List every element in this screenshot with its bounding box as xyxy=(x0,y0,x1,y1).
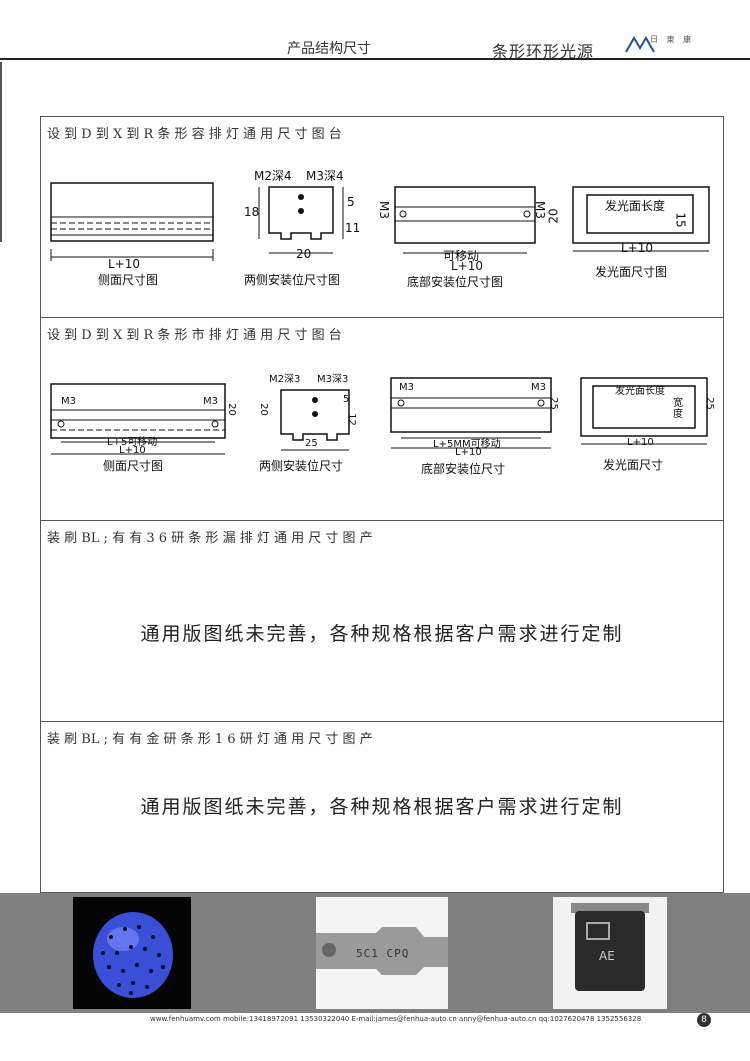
side-accent-bar xyxy=(0,62,2,242)
s1-side-dim-label: L+10 xyxy=(108,257,141,271)
s1-emit-caption: 发光面尺寸图 xyxy=(595,265,668,279)
s2-side-movable: L+5可移动 xyxy=(107,437,158,448)
s2-bottom-caption: 底部安装位尺寸 xyxy=(421,462,506,476)
s1-side-caption: 侧面尺寸图 xyxy=(98,273,159,287)
s2-bottom-dim: L+10 xyxy=(455,447,482,458)
s1-bottom-hole-l: M3 xyxy=(377,201,391,219)
section-3: 装 刷 BL ; 有 有 3 6 研 条 形 漏 排 灯 通 用 尺 寸 图 产… xyxy=(40,520,724,721)
brand-logo-text: 日 東 康 xyxy=(650,35,695,44)
s2-side-height: 20 xyxy=(225,403,237,416)
section-3-label: 装 刷 BL ; 有 有 3 6 研 条 形 漏 排 灯 通 用 尺 寸 图 产 xyxy=(47,531,373,546)
s2-mount-caption: 两侧安装位尺寸 xyxy=(259,459,344,473)
blue-sphere-photo xyxy=(73,897,191,1009)
s1-mount-drawing xyxy=(258,186,344,254)
section-2-label: 设 到 D 到 X 到 R 条 形 市 排 灯 通 用 尺 寸 图 台 xyxy=(47,328,342,343)
s2-emit-height: 25 xyxy=(703,397,715,410)
s2-mount-hole-b: M3深3 xyxy=(317,374,349,385)
s1-bottom-dim: L+10 xyxy=(451,259,484,273)
s1-mount-hole-b: M3深4 xyxy=(306,169,344,183)
s1-emit-drawing xyxy=(572,186,710,252)
section-1: 设 到 D 到 X 到 R 条 形 容 排 灯 通 用 尺 寸 图 台 L+10… xyxy=(40,116,724,317)
s2-side-view-drawing xyxy=(50,383,226,455)
s2-mount-width: 25 xyxy=(305,438,318,449)
brand-logo-icon xyxy=(625,36,655,53)
metal-part-shape-icon xyxy=(316,927,448,975)
s1-mount-width: 20 xyxy=(296,247,312,261)
s2-side-dim: L+10 xyxy=(119,445,146,456)
header-right-title: 条形环形光源 xyxy=(492,42,595,61)
s2-bottom-hole-r: M3 xyxy=(531,382,546,393)
section-4: 装 刷 BL ; 有 有 金 研 条 形 1 6 研 灯 通 用 尺 寸 图 产… xyxy=(40,721,724,893)
chip-photo: AE xyxy=(553,897,667,1009)
s2-emit-inner-w: 宽度 xyxy=(673,398,683,420)
s2-mount-h-left: 20 xyxy=(257,403,269,416)
header-divider xyxy=(0,58,750,60)
s1-mount-caption: 两侧安装位尺寸图 xyxy=(244,273,341,287)
s1-side-view-drawing xyxy=(50,182,214,261)
section-4-notice: 通用版图纸未完善，各种规格根据客户需求进行定制 xyxy=(140,796,624,818)
s2-mount-hole-a: M2深3 xyxy=(269,374,301,385)
section-1-label: 设 到 D 到 X 到 R 条 形 容 排 灯 通 用 尺 寸 图 台 xyxy=(47,127,342,142)
s1-emit-inner-h: 15 xyxy=(673,212,688,228)
s1-bottom-caption: 底部安装位尺寸图 xyxy=(407,275,504,289)
s1-bottom-height: 20 xyxy=(546,208,561,224)
s1-mount-h-left: 18 xyxy=(244,205,260,219)
chip-shape-icon xyxy=(571,903,649,991)
s2-side-hole-l: M3 xyxy=(61,396,76,407)
s2-bottom-height: 25 xyxy=(547,397,559,410)
s2-side-caption: 侧面尺寸图 xyxy=(103,459,164,473)
s2-emit-drawing xyxy=(580,377,708,445)
s2-mount-h-b: 12 xyxy=(345,413,357,426)
s1-emit-inner: 发光面长度 xyxy=(605,199,666,213)
s2-mount-drawing xyxy=(280,389,350,451)
metal-part-text: 5C1 CPQ xyxy=(356,947,410,960)
s2-emit-caption: 发光面尺寸 xyxy=(603,458,664,472)
header-left-title: 产品结构尺寸 xyxy=(287,41,371,57)
section-4-label: 装 刷 BL ; 有 有 金 研 条 形 1 6 研 灯 通 用 尺 寸 图 产 xyxy=(47,732,373,747)
footer-contact: www.fenhuamv.com mobile:13418972091 1353… xyxy=(150,1015,642,1023)
s1-bottom-movable: 可移动 xyxy=(443,249,480,263)
s2-mount-h-a: 5 xyxy=(343,394,350,405)
metal-part-photo: 5C1 CPQ xyxy=(316,897,448,1009)
s2-side-hole-r: M3 xyxy=(203,396,218,407)
chip-text: AE xyxy=(599,949,615,963)
s1-mount-h-a: 5 xyxy=(347,195,355,209)
section-3-notice: 通用版图纸未完善，各种规格根据客户需求进行定制 xyxy=(140,623,624,645)
section-2: 设 到 D 到 X 到 R 条 形 市 排 灯 通 用 尺 寸 图 台 M3 M… xyxy=(40,317,724,520)
s2-emit-inner: 发光面长度 xyxy=(615,386,665,397)
s1-mount-h-b: 11 xyxy=(345,221,361,235)
s1-mount-hole-a: M2深4 xyxy=(254,169,292,183)
s2-emit-dim: L+10 xyxy=(627,437,654,448)
s2-bottom-movable: L+5MM可移动 xyxy=(433,439,501,450)
s1-emit-dim: L+10 xyxy=(621,241,654,255)
s2-bottom-hole-l: M3 xyxy=(399,382,414,393)
s1-bottom-hole-r: M3 xyxy=(533,201,547,219)
s1-bottom-drawing xyxy=(394,186,536,254)
s2-bottom-drawing xyxy=(390,377,552,449)
page-number: 8 xyxy=(697,1013,711,1027)
